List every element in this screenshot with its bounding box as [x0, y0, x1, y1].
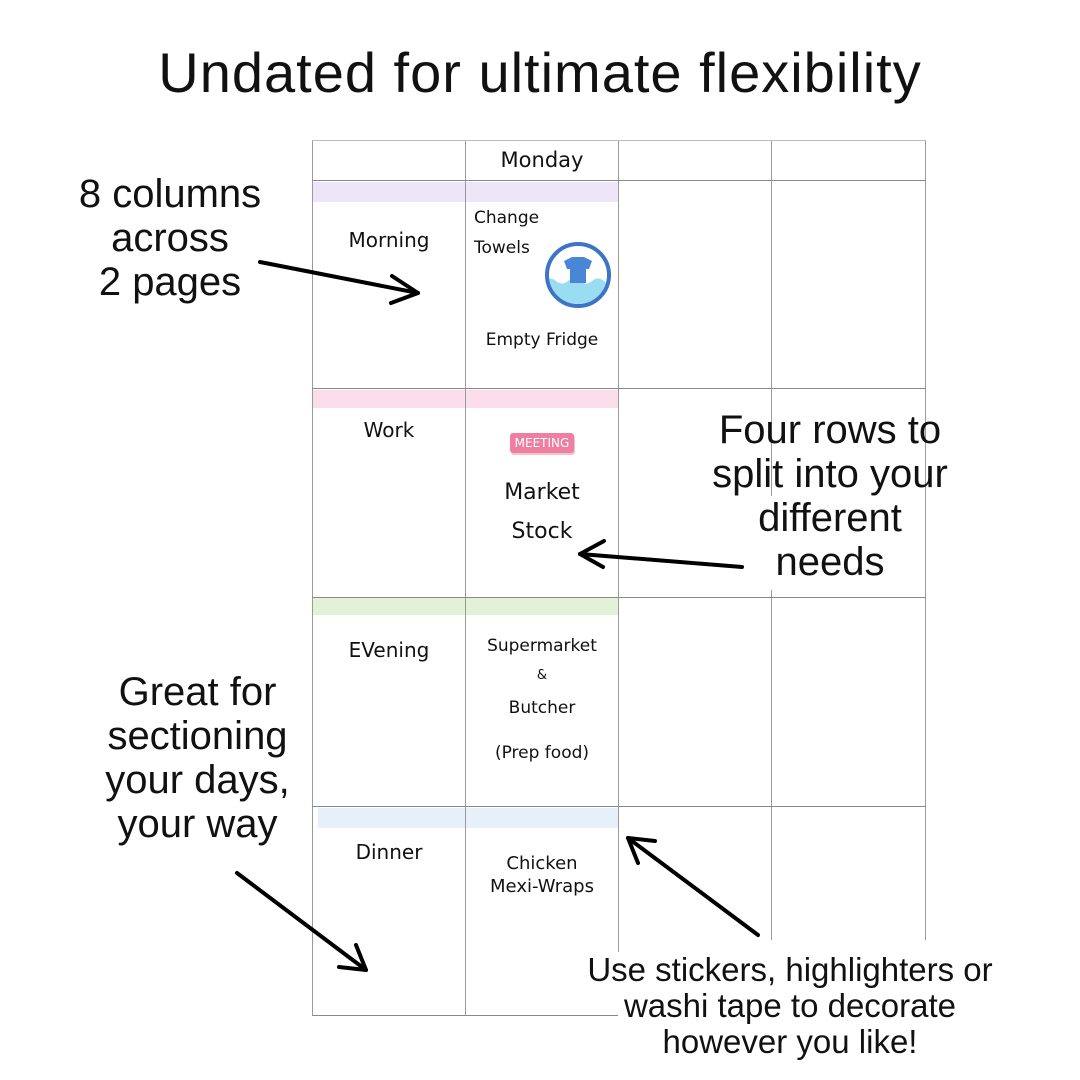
grid-line [925, 140, 926, 940]
grid-line [312, 180, 926, 181]
arrow-icon [258, 260, 420, 305]
callout-line: Use stickers, highlighters or [581, 952, 999, 988]
grid-line [312, 140, 926, 141]
grid-line [312, 1015, 619, 1016]
sectioning-callout: Great for sectioning your days, your way [70, 670, 325, 846]
entry: Mexi-Wraps [490, 876, 594, 897]
callout-line: your days, [101, 758, 294, 802]
rows-callout: Four rows to split into your different n… [660, 408, 1000, 590]
entry: Supermarket [487, 636, 597, 656]
grid-line [312, 388, 926, 389]
meeting-sticker: MEETING [510, 433, 574, 453]
callout-line: 8 columns [78, 172, 262, 216]
callout-line: split into your [712, 452, 948, 496]
arrow-icon [626, 836, 760, 937]
row-label-morning: Morning [348, 228, 430, 252]
callout-line: needs [767, 540, 893, 590]
callout-line: Great for [110, 670, 285, 714]
entry: Change [474, 208, 540, 228]
callout-line: 2 pages [98, 260, 242, 304]
row-label-work: Work [363, 418, 415, 442]
stickers-callout: Use stickers, highlighters or washi tape… [520, 952, 1060, 1060]
callout-line: across [111, 216, 229, 260]
dinner-highlight [318, 808, 618, 828]
page-title: Undated for ultimate flexibility [158, 41, 922, 104]
arrow-icon [578, 539, 744, 569]
callout-line: washi tape to decorate [617, 988, 963, 1024]
grid-line [312, 140, 313, 1015]
entry: & [536, 668, 548, 683]
grid-line [618, 140, 619, 1015]
entry: Chicken [506, 853, 578, 874]
entry: Butcher [508, 698, 576, 718]
row-label-evening: EVening [348, 638, 430, 662]
columns-callout: 8 columns across 2 pages [40, 172, 300, 304]
entry: Towels [474, 238, 530, 258]
callout-line: sectioning [103, 714, 292, 758]
entry: (Prep food) [494, 743, 590, 763]
day-header: Monday [500, 148, 584, 172]
grid-line [465, 140, 466, 1015]
entry: Market [504, 480, 580, 505]
callout-line: different [750, 496, 910, 540]
grid-line [312, 597, 926, 598]
callout-line: however you like! [656, 1024, 924, 1060]
row-label-dinner: Dinner [355, 840, 423, 864]
laundry-sticker-icon [544, 241, 611, 308]
entry: Stock [511, 519, 573, 544]
entry: Empty Fridge [485, 330, 599, 350]
arrow-icon [235, 871, 368, 972]
grid-line [312, 806, 926, 807]
callout-line: your way [111, 802, 284, 846]
callout-line: Four rows to [718, 408, 942, 452]
